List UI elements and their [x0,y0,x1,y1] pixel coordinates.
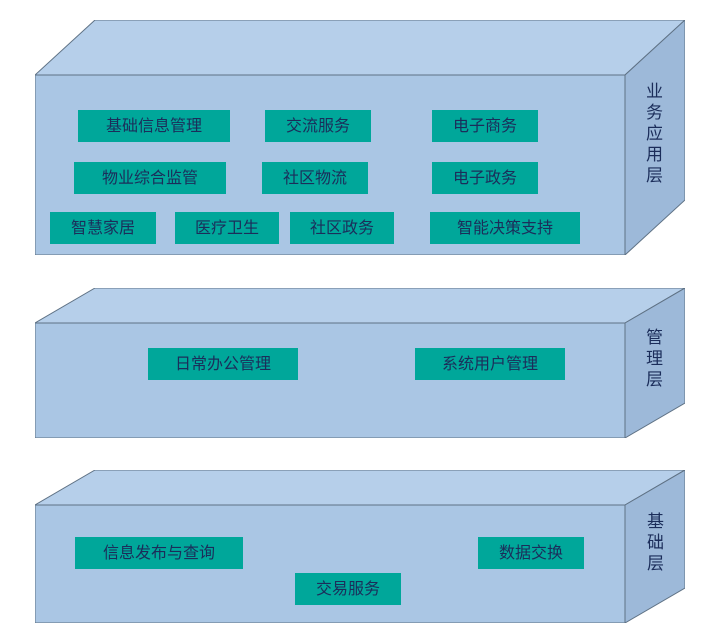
slab-front-face [35,322,626,438]
label-smart-home: 智慧家居 [50,212,156,244]
slab-top-face [35,20,685,76]
label-daily-office-management: 日常办公管理 [148,348,298,380]
layer-name-business-application: 业务应用层 [642,82,662,187]
label-transaction-service: 交易服务 [295,573,401,605]
label-e-commerce: 电子商务 [432,110,538,142]
slab-top-face [35,470,685,506]
label-medical-health: 医疗卫生 [175,212,279,244]
business-application-layer-slab: 业务应用层 基础信息管理 交流服务 电子商务 物业综合监管 社区物流 电子政务 … [35,20,685,255]
foundation-layer-slab: 基础层 信息发布与查询 数据交换 交易服务 [35,470,685,623]
layer-name-management: 管理层 [642,328,662,391]
label-system-user-management: 系统用户管理 [415,348,565,380]
label-intelligent-decision-support: 智能决策支持 [430,212,580,244]
label-e-government: 电子政务 [432,162,538,194]
label-communication-service: 交流服务 [265,110,371,142]
layer-name-foundation: 基础层 [643,512,663,575]
slab-top-face [35,288,685,324]
label-community-logistics: 社区物流 [262,162,368,194]
label-property-comprehensive-supervision: 物业综合监管 [74,162,226,194]
slab-shape [35,470,685,623]
slab-shape [35,288,685,438]
label-basic-information-management: 基础信息管理 [78,110,230,142]
management-layer-slab: 管理层 日常办公管理 系统用户管理 [35,288,685,438]
label-information-publish-and-query: 信息发布与查询 [75,537,243,569]
label-data-exchange: 数据交换 [478,537,584,569]
label-community-affairs: 社区政务 [290,212,394,244]
